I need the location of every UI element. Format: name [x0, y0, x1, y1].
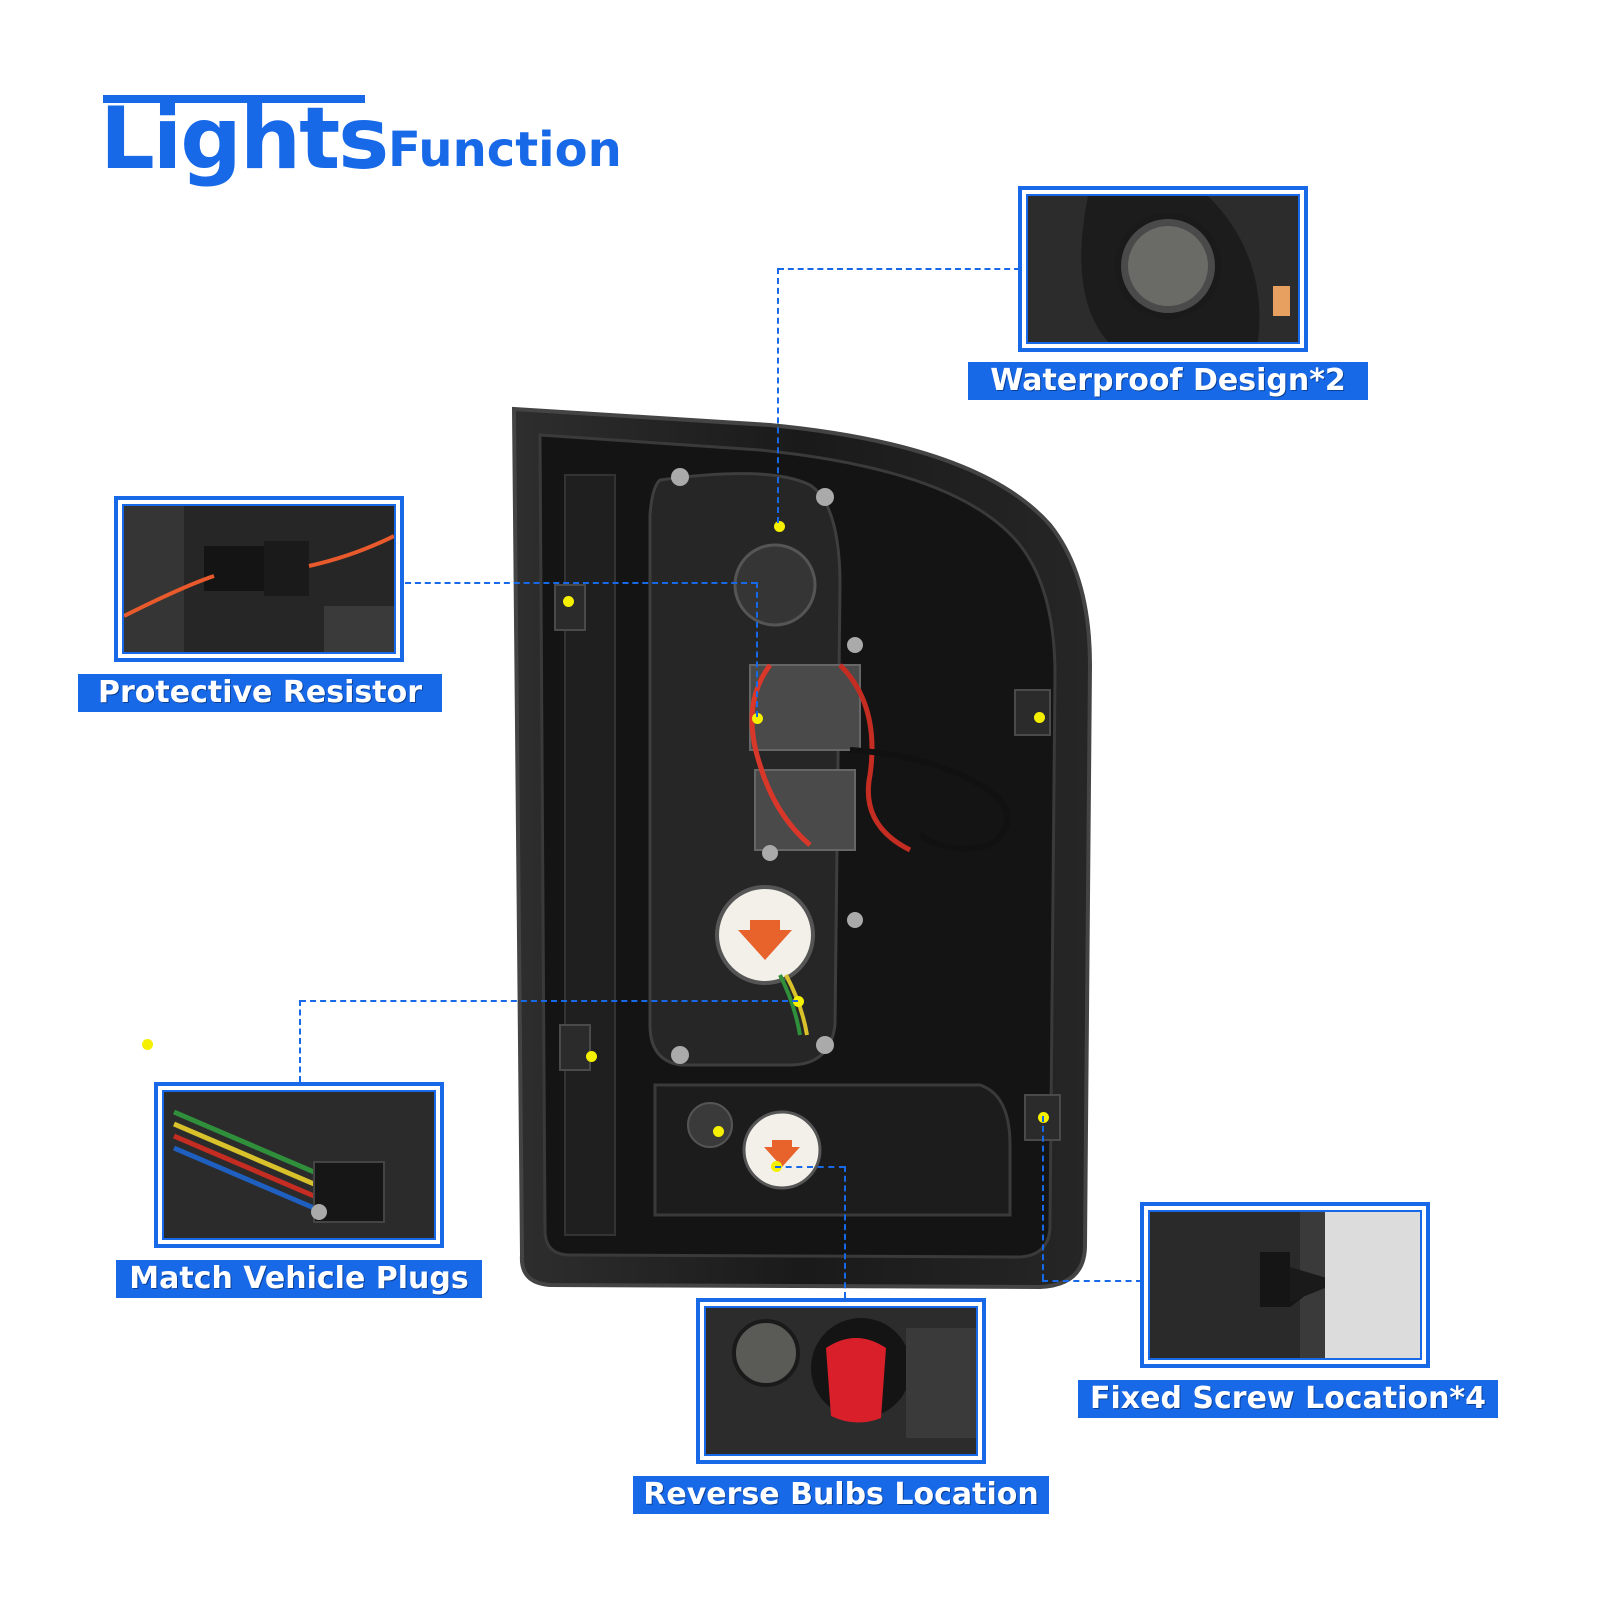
- leader-plugs-v: [299, 1000, 301, 1082]
- marker-plug: [793, 996, 804, 1007]
- leader-waterproof-v: [777, 268, 779, 523]
- reverse-label: Reverse Bulbs Location: [633, 1476, 1049, 1514]
- resistor-connector-icon: [124, 506, 394, 652]
- marker-clip-right-top: [1034, 712, 1045, 723]
- reverse-bulb-icon: [706, 1308, 976, 1454]
- leader-reverse-v: [844, 1166, 846, 1298]
- title-accent-bar: [103, 95, 365, 103]
- plugs-label: Match Vehicle Plugs: [116, 1260, 482, 1298]
- leader-plugs-h: [300, 1000, 798, 1002]
- leader-screw-v: [1042, 1116, 1044, 1280]
- marker-stray: [142, 1039, 153, 1050]
- page-title: Lights: [100, 89, 389, 189]
- resistor-detail-frame: [114, 496, 404, 662]
- fixed-screw-icon: [1150, 1212, 1420, 1358]
- marker-waterproof-top: [774, 521, 785, 532]
- page-subtitle: Function: [388, 122, 622, 178]
- leader-waterproof-h: [778, 268, 1020, 270]
- leader-resistor-h: [405, 582, 757, 584]
- tail-light-housing-image: [510, 405, 1110, 1305]
- reverse-detail-frame: [696, 1298, 986, 1464]
- marker-waterproof-bottom: [713, 1126, 724, 1137]
- waterproof-grommet-icon: [1028, 196, 1298, 342]
- screw-label: Fixed Screw Location*4: [1078, 1380, 1498, 1418]
- marker-resistor: [752, 713, 763, 724]
- resistor-label: Protective Resistor: [78, 674, 442, 712]
- screw-detail-frame: [1140, 1202, 1430, 1368]
- leader-resistor-v: [756, 582, 758, 717]
- vehicle-plug-icon: [164, 1092, 434, 1238]
- leader-screw-h: [1042, 1280, 1142, 1282]
- marker-clip-left-bottom: [586, 1051, 597, 1062]
- leader-reverse-h: [775, 1166, 845, 1168]
- marker-clip-left-top: [563, 596, 574, 607]
- waterproof-label: Waterproof Design*2: [968, 362, 1368, 400]
- waterproof-detail-frame: [1018, 186, 1308, 352]
- plugs-detail-frame: [154, 1082, 444, 1248]
